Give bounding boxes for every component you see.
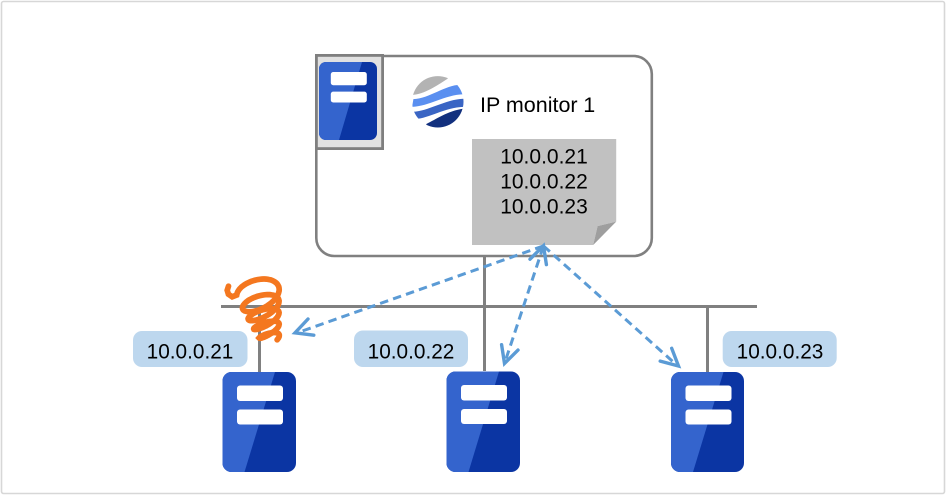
svg-text:10.0.0.21: 10.0.0.21 (147, 341, 234, 364)
svg-text:IP monitor: IP monitor (480, 93, 578, 117)
svg-text:10.0.0.23: 10.0.0.23 (500, 196, 588, 219)
svg-text:10.0.0.22: 10.0.0.22 (500, 171, 588, 194)
svg-text:10.0.0.22: 10.0.0.22 (368, 341, 455, 364)
svg-text:10.0.0.21: 10.0.0.21 (500, 146, 588, 169)
svg-text:1: 1 (583, 93, 595, 117)
svg-text:10.0.0.23: 10.0.0.23 (737, 341, 824, 364)
